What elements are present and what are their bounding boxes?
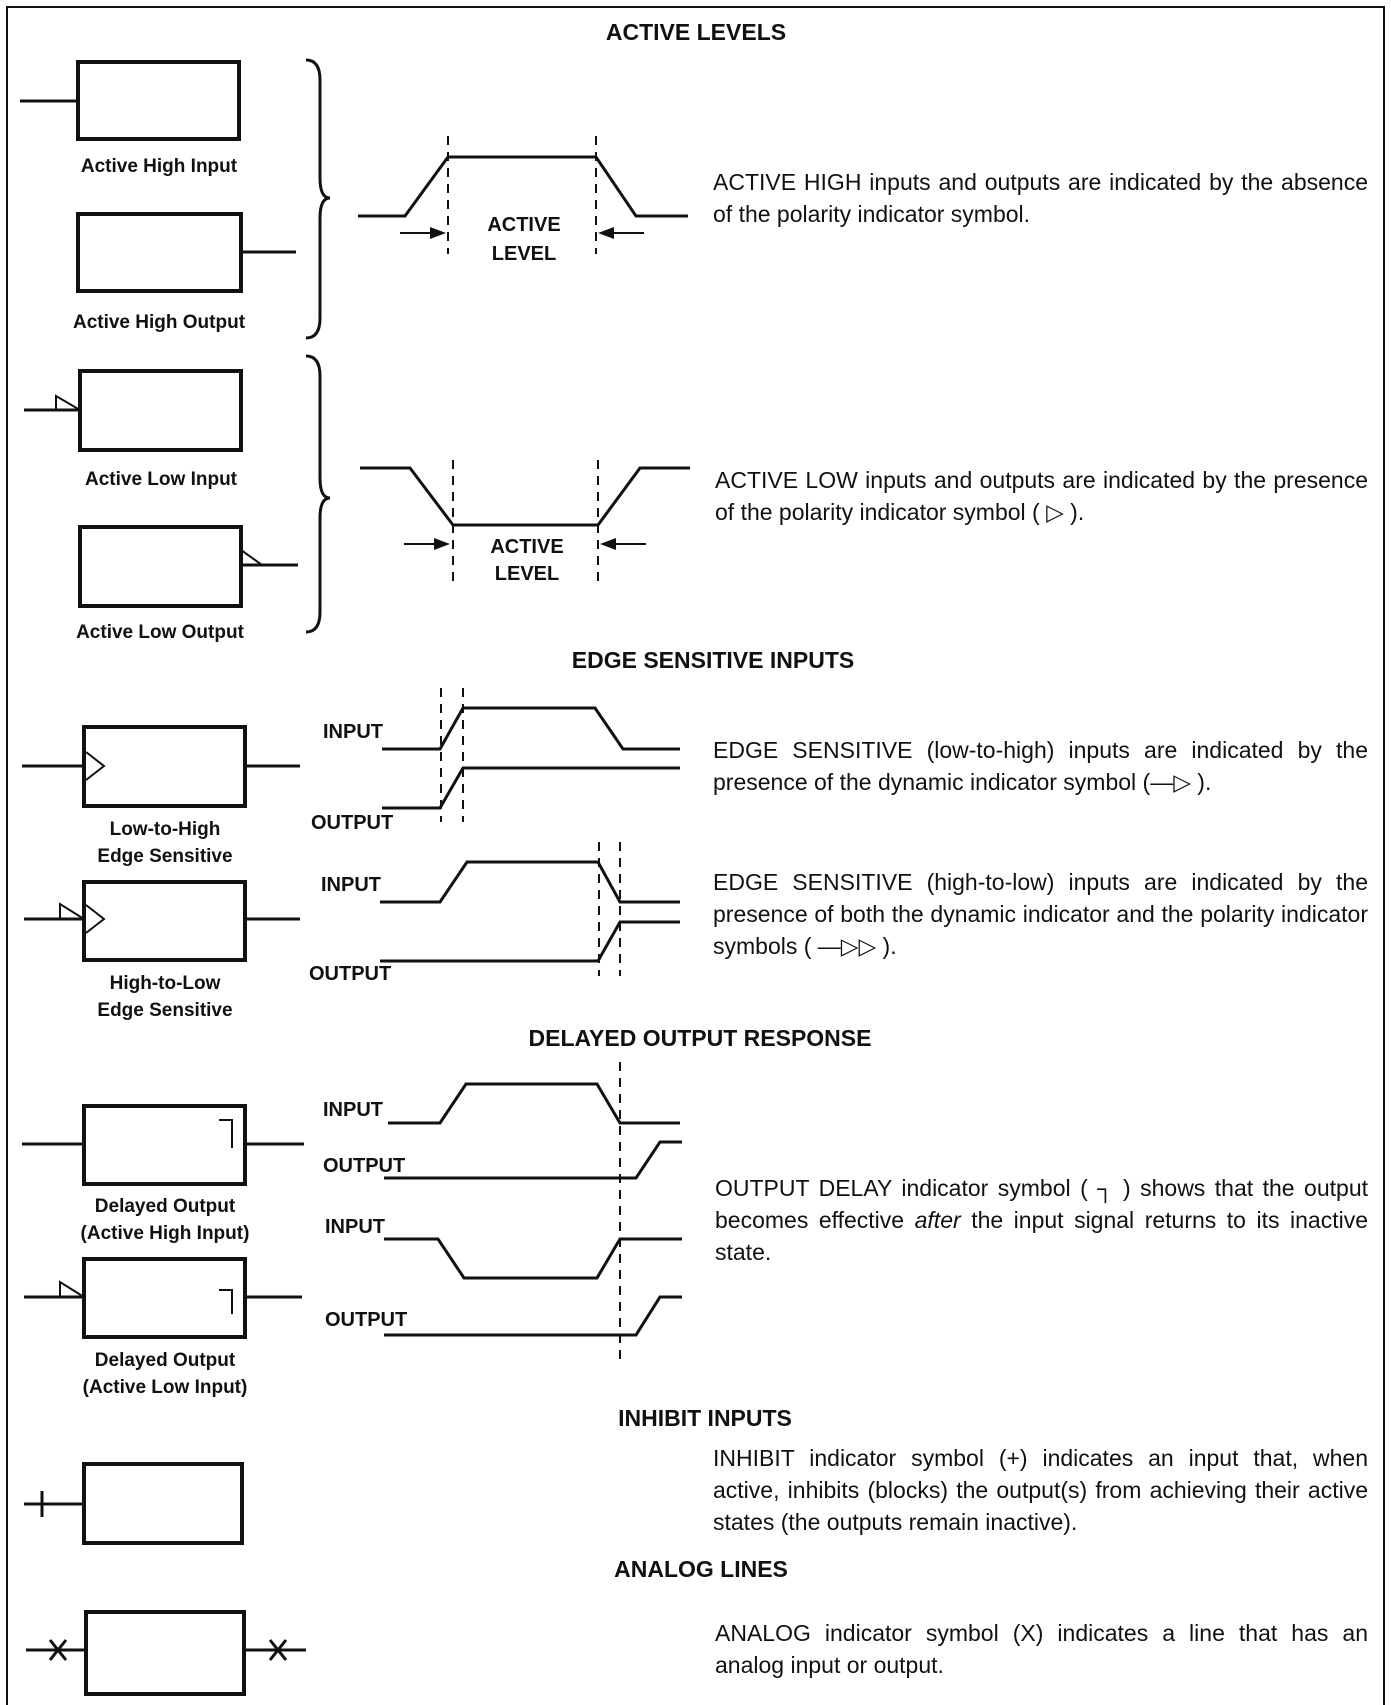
delayed-output-waveforms: [384, 1062, 682, 1360]
label-level-1: LEVEL: [492, 243, 556, 265]
caption-delayed-active-high-2: (Active High Input): [81, 1223, 250, 1244]
desc-active-high: ACTIVE HIGH inputs and outputs are indic…: [713, 169, 1368, 227]
analog-line-symbol: [26, 1610, 306, 1696]
caption-low-to-high-2: Edge Sensitive: [97, 846, 232, 867]
high-to-low-waveform: [380, 842, 680, 976]
high-to-low-symbol: [24, 880, 300, 962]
label-output-4: OUTPUT: [325, 1309, 407, 1331]
desc-output-delay: OUTPUT DELAY indicator symbol ( ┐ ) show…: [715, 1172, 1368, 1268]
desc-inhibit: INHIBIT indicator symbol (+) indicates a…: [713, 1445, 1368, 1535]
active-high-input-symbol: [20, 60, 241, 141]
low-to-high-waveform: [382, 688, 680, 822]
active-low-waveform: [360, 460, 690, 586]
caption-low-to-high-1: Low-to-High: [110, 819, 221, 840]
inhibit-input-symbol: [24, 1462, 244, 1545]
label-active-1: ACTIVE: [487, 214, 560, 236]
delayed-output-active-high-symbol: [22, 1104, 304, 1186]
desc-active-low: ACTIVE LOW inputs and outputs are indica…: [715, 467, 1368, 525]
section-title-inhibit: INHIBIT INPUTS: [618, 1405, 792, 1431]
label-output-1: OUTPUT: [311, 812, 393, 834]
active-low-output-symbol: [78, 525, 298, 608]
desc-output-delay-b: the input signal returns to its inactive…: [715, 1207, 1369, 1265]
active-high-output-symbol: [76, 212, 296, 293]
label-input-4: INPUT: [325, 1216, 385, 1238]
caption-high-to-low-1: High-to-Low: [110, 973, 221, 994]
desc-output-delay-a: OUTPUT DELAY indicator symbol ( ┐ ) show…: [715, 1175, 1368, 1233]
active-low-input-symbol: [24, 369, 243, 452]
label-input-1: INPUT: [323, 721, 383, 743]
section-title-edge-sensitive: EDGE SENSITIVE INPUTS: [572, 647, 854, 673]
caption-active-low-input: Active Low Input: [85, 469, 238, 490]
caption-delayed-active-low-1: Delayed Output: [95, 1350, 236, 1371]
caption-delayed-active-low-2: (Active Low Input): [83, 1377, 248, 1398]
section-title-analog: ANALOG LINES: [614, 1556, 788, 1582]
caption-active-high-input: Active High Input: [81, 156, 238, 177]
page-frame: [6, 6, 1385, 1705]
caption-delayed-active-high-1: Delayed Output: [95, 1196, 236, 1217]
brace-active-high: [305, 58, 331, 340]
label-output-2: OUTPUT: [309, 963, 391, 985]
low-to-high-symbol: [22, 725, 300, 808]
label-output-3: OUTPUT: [323, 1155, 405, 1177]
label-active-2: ACTIVE: [490, 536, 563, 558]
label-input-3: INPUT: [323, 1099, 383, 1121]
delayed-output-active-low-symbol: [24, 1257, 302, 1339]
section-title-delayed-output: DELAYED OUTPUT RESPONSE: [529, 1025, 872, 1051]
label-input-2: INPUT: [321, 874, 381, 896]
caption-active-high-output: Active High Output: [73, 312, 246, 333]
caption-high-to-low-2: Edge Sensitive: [97, 1000, 232, 1021]
section-title-active-levels: ACTIVE LEVELS: [606, 19, 786, 45]
caption-active-low-output: Active Low Output: [76, 622, 245, 643]
desc-analog: ANALOG indicator symbol (X) indicates a …: [715, 1620, 1368, 1678]
brace-active-low: [305, 354, 331, 634]
desc-edge-low-to-high: EDGE SENSITIVE (low-to-high) inputs are …: [713, 737, 1368, 795]
desc-edge-high-to-low: EDGE SENSITIVE (high-to-low) inputs are …: [713, 869, 1368, 959]
active-high-waveform: [358, 136, 688, 254]
desc-output-delay-em: after: [914, 1207, 961, 1233]
label-level-2: LEVEL: [495, 563, 559, 585]
